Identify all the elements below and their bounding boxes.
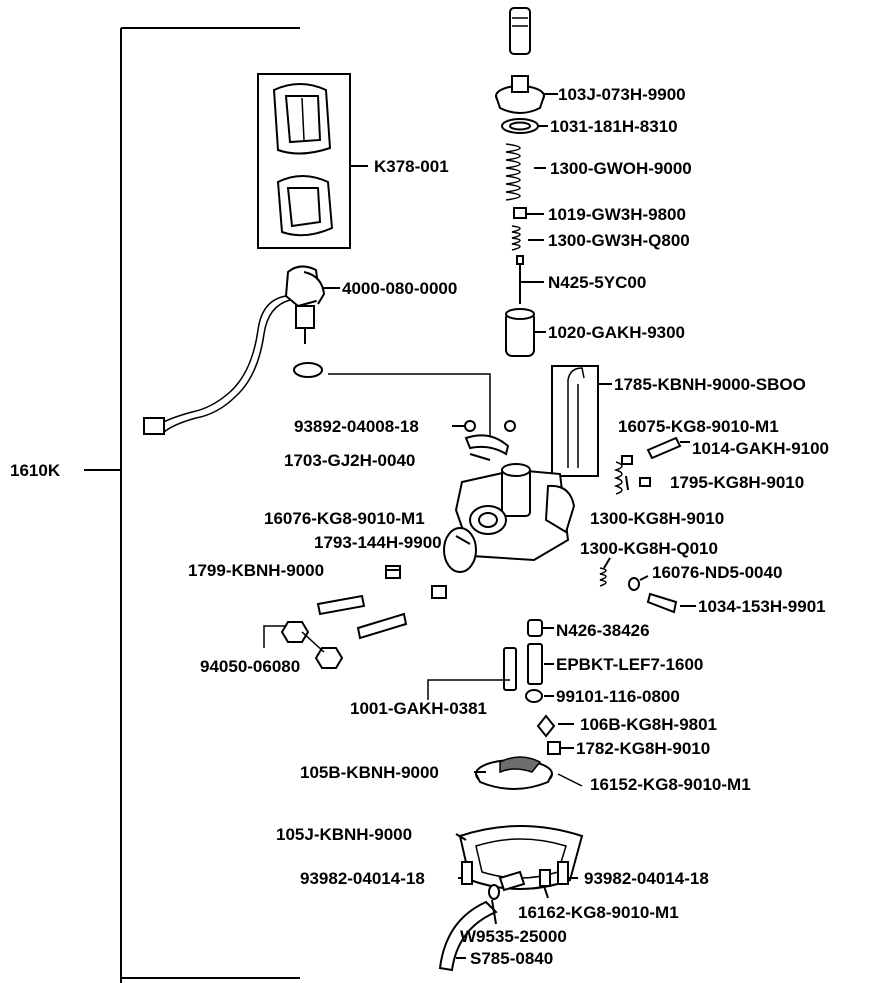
part-label: 94050-06080 <box>200 657 300 676</box>
part-label: 99101-116-0800 <box>556 687 680 706</box>
part-label: 105B-KBNH-9000 <box>300 763 439 782</box>
jets <box>427 619 561 755</box>
assembly-bracket <box>84 27 300 983</box>
part-label: 16076-KG8-9010-M1 <box>264 509 425 528</box>
part-label: 1020-GAKH-9300 <box>548 323 685 342</box>
adjust-screws <box>599 436 696 614</box>
auto-choke <box>143 265 491 440</box>
studs-nuts <box>263 565 447 669</box>
part-label: S785-0840 <box>470 949 553 968</box>
part-label: 1795-KG8H-9010 <box>670 473 804 492</box>
part-label: 93982-04014-18 <box>300 869 425 888</box>
part-label: 1034-153H-9901 <box>698 597 826 616</box>
drain-hose <box>438 884 500 972</box>
part-label: 93892-04008-18 <box>294 417 419 436</box>
part-labels: 1610K 103J-073H-9900 1031-181H-8310 1300… <box>10 85 829 968</box>
part-label: 1300-GWOH-9000 <box>550 159 692 178</box>
part-label: W9535-25000 <box>460 927 567 946</box>
part-label: 4000-080-0000 <box>342 279 457 298</box>
part-label: K378-001 <box>374 157 449 176</box>
part-label: 1001-GAKH-0381 <box>350 699 487 718</box>
part-label: 1300-GW3H-Q800 <box>548 231 690 250</box>
part-label: N425-5YC00 <box>548 273 646 292</box>
part-label: EPBKT-LEF7-1600 <box>556 655 703 674</box>
slide-stack <box>495 7 556 357</box>
part-label: 16076-ND5-0040 <box>652 563 782 582</box>
part-label: 16075-KG8-9010-M1 <box>618 417 779 436</box>
part-label: 1782-KG8H-9010 <box>576 739 710 758</box>
part-label: 1300-KG8H-Q010 <box>580 539 718 558</box>
part-label: 16162-KG8-9010-M1 <box>518 903 679 922</box>
float <box>475 756 583 790</box>
assembly-label: 1610K <box>10 461 61 480</box>
part-label: 105J-KBNH-9000 <box>276 825 412 844</box>
part-label: 93982-04014-18 <box>584 869 709 888</box>
k378-boot-box <box>257 73 368 249</box>
part-label: 1793-144H-9900 <box>314 533 442 552</box>
part-label: 1300-KG8H-9010 <box>590 509 724 528</box>
part-label: 106B-KG8H-9801 <box>580 715 717 734</box>
vent-tube <box>551 365 612 477</box>
part-label: 1014-GAKH-9100 <box>692 439 829 458</box>
part-label: 1019-GW3H-9800 <box>548 205 686 224</box>
leader-lines <box>386 93 649 959</box>
carburetor-body <box>443 420 576 573</box>
part-label: 1703-GJ2H-0040 <box>284 451 415 470</box>
part-label: 1785-KBNH-9000-SBOO <box>614 375 806 394</box>
part-label: 103J-073H-9900 <box>558 85 686 104</box>
part-label: 1031-181H-8310 <box>550 117 678 136</box>
part-label: N426-38426 <box>556 621 650 640</box>
part-label: 1799-KBNH-9000 <box>188 561 324 580</box>
part-label: 16152-KG8-9010-M1 <box>590 775 751 794</box>
float-bowl <box>458 825 584 892</box>
